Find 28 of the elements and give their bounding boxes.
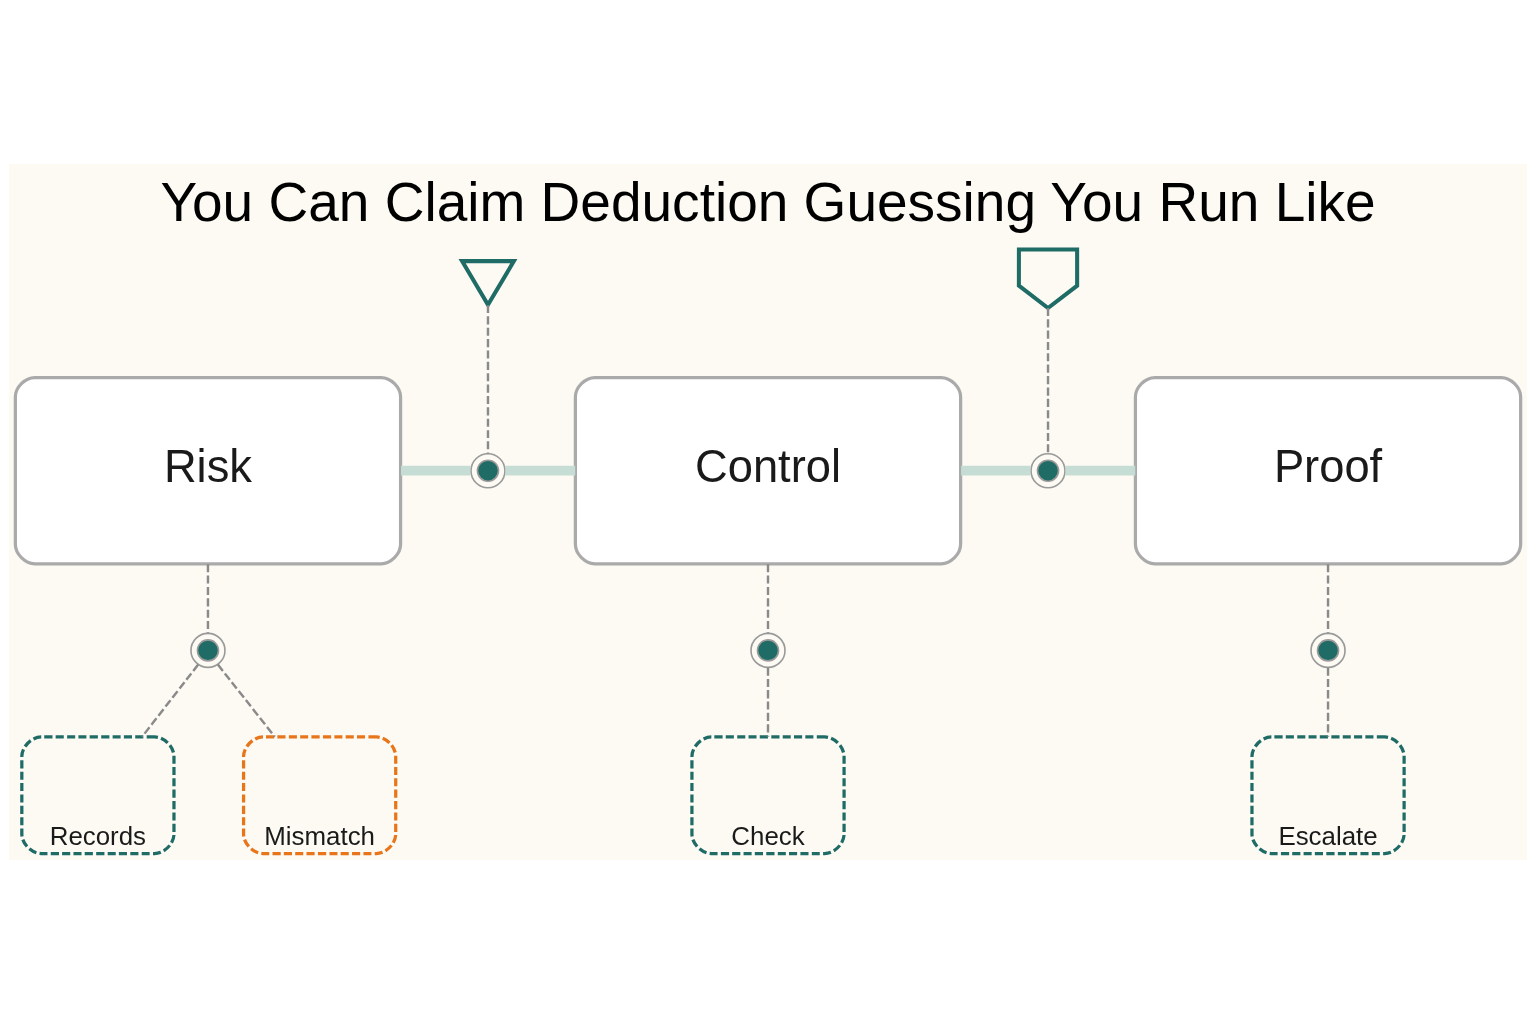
node-box: Proof — [1133, 376, 1523, 566]
connector — [1065, 465, 1136, 476]
connector — [141, 663, 200, 738]
diagram-title: You Can Claim Deduction Guessing You Run Like — [160, 170, 1376, 233]
node-pin — [458, 259, 518, 309]
connector — [1326, 667, 1330, 737]
connector — [505, 465, 576, 476]
node-circle — [1030, 452, 1066, 489]
node-circle — [1310, 632, 1346, 669]
node-box: Escalate — [1250, 735, 1406, 856]
connector — [216, 663, 276, 738]
node-shield — [1016, 247, 1080, 311]
connector — [1326, 564, 1330, 634]
node-box: Control — [573, 376, 963, 566]
connector — [1046, 308, 1050, 454]
node-box: Records — [20, 735, 176, 856]
node-box: Check — [690, 735, 846, 856]
connector — [961, 465, 1031, 476]
node-circle — [750, 632, 786, 669]
connector — [766, 564, 770, 634]
node-circle — [470, 452, 506, 489]
node-circle — [190, 632, 226, 669]
node-box: Risk — [13, 376, 403, 566]
connector — [486, 305, 490, 454]
connector — [401, 465, 471, 476]
connector — [766, 667, 770, 737]
connector — [206, 564, 210, 634]
node-box: Mismatch — [241, 735, 398, 856]
